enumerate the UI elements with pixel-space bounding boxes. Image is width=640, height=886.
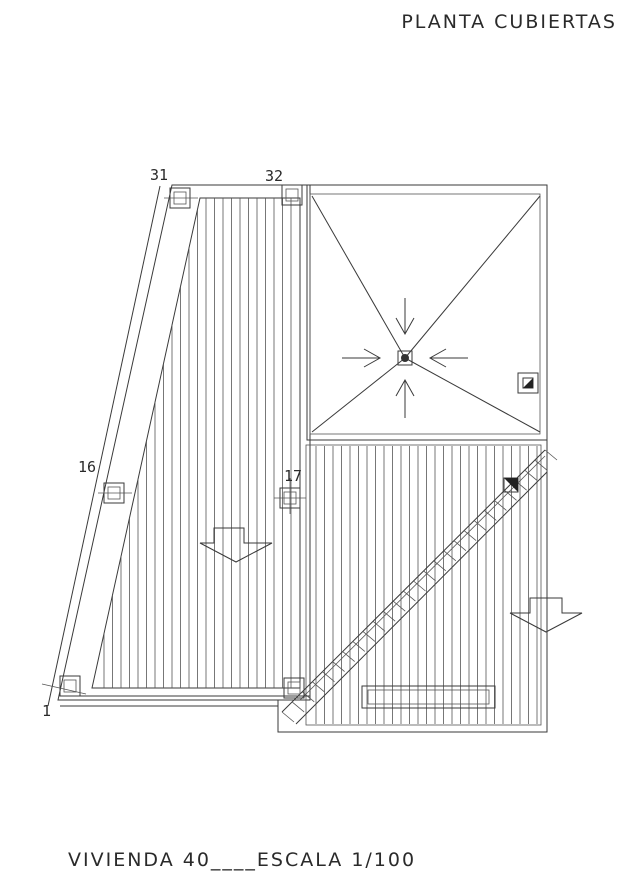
stair — [281, 449, 548, 725]
hatch-line — [463, 530, 477, 541]
left-roof-slats — [103, 198, 292, 688]
drain-arrows — [342, 298, 468, 418]
column-label: 31 — [150, 166, 168, 184]
hatch-line — [332, 661, 345, 672]
hatch-line — [413, 580, 426, 592]
column-32: 32 — [265, 167, 303, 206]
drawing-footer: VIVIENDA 40____ESCALA 1/100 — [68, 849, 416, 871]
stair-vent-icon — [503, 477, 519, 493]
column-label: 16 — [78, 458, 96, 476]
left-roof-outline — [47, 184, 311, 707]
hatch-line — [393, 600, 406, 612]
hatch-line — [494, 500, 507, 511]
hatch-line — [433, 560, 446, 572]
hatch-line — [473, 520, 487, 531]
hatch-line — [524, 469, 538, 481]
column-1: 1 — [41, 675, 87, 720]
column-17: 17 — [274, 467, 306, 514]
column-label: 1 — [42, 702, 51, 720]
stair-treads — [281, 449, 558, 723]
hatch-line — [312, 681, 325, 693]
hatch-line — [423, 570, 436, 582]
hatch-line — [362, 631, 376, 642]
vent-icon — [517, 372, 539, 394]
slope-arrow-right-icon — [509, 597, 583, 633]
column-stair-base — [283, 677, 305, 699]
hatch-line — [281, 711, 295, 723]
hatch-line — [291, 701, 305, 713]
skylight — [361, 685, 496, 709]
slope-arrow-left-icon — [199, 527, 273, 563]
hatch-line — [403, 590, 416, 602]
hatch-line — [544, 449, 558, 461]
column-label: 17 — [284, 467, 302, 485]
hatch-line — [534, 459, 548, 471]
column-31: 31 — [150, 166, 198, 209]
lower-roof-slats — [315, 446, 538, 724]
hatch-line — [382, 610, 396, 622]
hatch-line — [372, 621, 386, 632]
hatch-line — [453, 540, 467, 551]
hip-roof — [306, 184, 548, 441]
hatch-line — [322, 671, 335, 682]
eave-strips — [60, 695, 310, 707]
hatch-line — [443, 550, 457, 562]
roof-drain-icon — [397, 350, 413, 366]
column-16: 16 — [78, 458, 132, 504]
column-label: 32 — [265, 167, 283, 185]
hatch-line — [342, 651, 355, 662]
drawing-title: PLANTA CUBIERTAS — [401, 11, 617, 33]
hatch-line — [352, 641, 366, 652]
lower-roof-outline — [277, 439, 548, 733]
hatch-line — [484, 510, 497, 521]
